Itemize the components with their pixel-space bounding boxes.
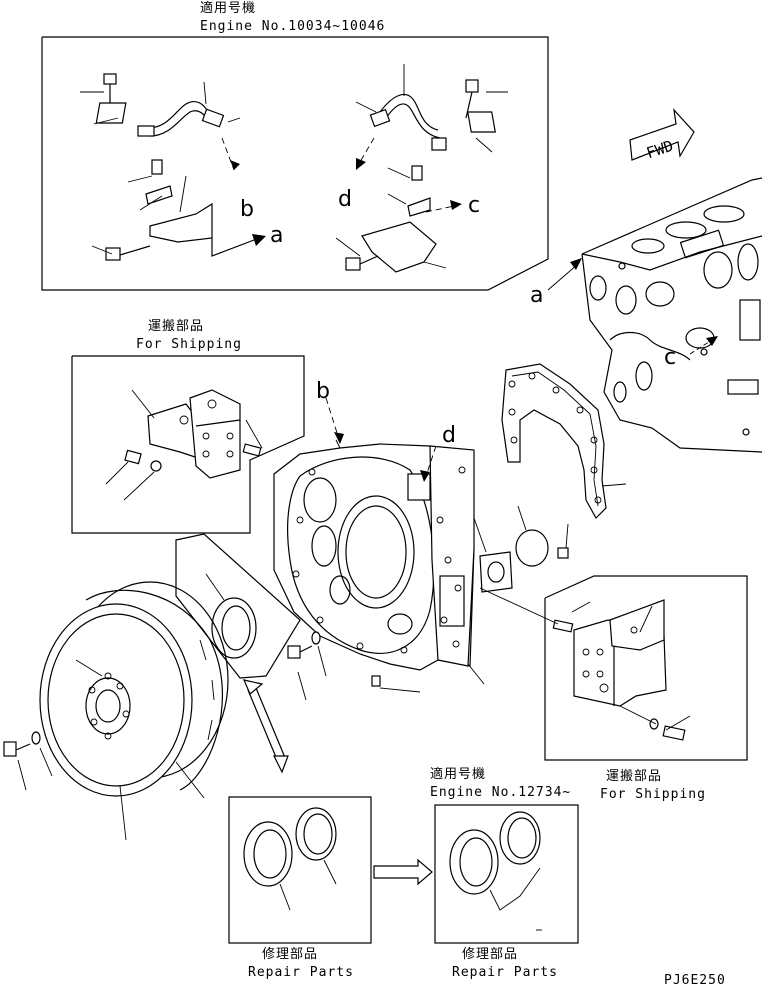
repair-box-left — [228, 796, 372, 944]
shipping-box-right — [544, 575, 748, 761]
engine-block — [547, 177, 762, 453]
callout-d-housing: d — [442, 423, 456, 448]
shipping-title-jp-left: 運搬部品 — [148, 319, 204, 334]
fwd-arrow: FWD — [629, 108, 695, 162]
drawing-code: PJ6E250 — [664, 973, 726, 987]
repair-title-en-right: Repair Parts — [452, 965, 558, 980]
left-sensor-assembly — [80, 73, 266, 261]
shipping-title-en-right: For Shipping — [600, 787, 706, 802]
repair-title-jp-left: 修理部品 — [262, 947, 318, 962]
shipping-bracket-left — [105, 389, 263, 501]
shipping-title-en-left: For Shipping — [136, 337, 242, 352]
repair-title-jp-right: 修理部品 — [462, 947, 518, 962]
oil-seal-old — [205, 573, 257, 659]
shipping-box-left — [71, 355, 305, 534]
bottom-engine-range: Engine No.12734~ — [430, 785, 571, 800]
top-applicable-title: 適用号機 — [200, 0, 256, 16]
shipping-title-jp-right: 運搬部品 — [606, 769, 662, 784]
callout-b-top: b — [240, 197, 254, 222]
callout-c-engine: c — [664, 345, 676, 370]
flywheel-housing — [273, 397, 485, 693]
repair-box-right — [434, 804, 579, 944]
swap-arrow — [242, 679, 289, 774]
housing-bolt — [287, 631, 327, 701]
shipping-bracket-right — [479, 587, 691, 741]
top-sensor-box — [41, 36, 549, 291]
gasket — [501, 363, 627, 519]
oil-seal-frame — [175, 533, 301, 679]
callout-d-top: d — [338, 187, 352, 212]
repair-title-en-left: Repair Parts — [248, 965, 354, 980]
top-engine-range: Engine No.10034~10046 — [200, 19, 385, 34]
flywheel-bolt — [3, 731, 53, 791]
repair-seals-right — [449, 811, 542, 931]
callout-c-top: c — [468, 193, 480, 218]
right-sensor-assembly — [335, 64, 508, 273]
repair-arrow — [373, 858, 433, 886]
cover-plate — [473, 505, 569, 593]
bottom-applicable-title: 適用号機 — [430, 766, 486, 782]
callout-a-top: a — [270, 223, 283, 248]
callout-a-engine: a — [530, 283, 543, 308]
repair-seals-left — [243, 807, 337, 911]
callout-b-housing: b — [316, 379, 330, 404]
flywheel — [39, 581, 229, 841]
